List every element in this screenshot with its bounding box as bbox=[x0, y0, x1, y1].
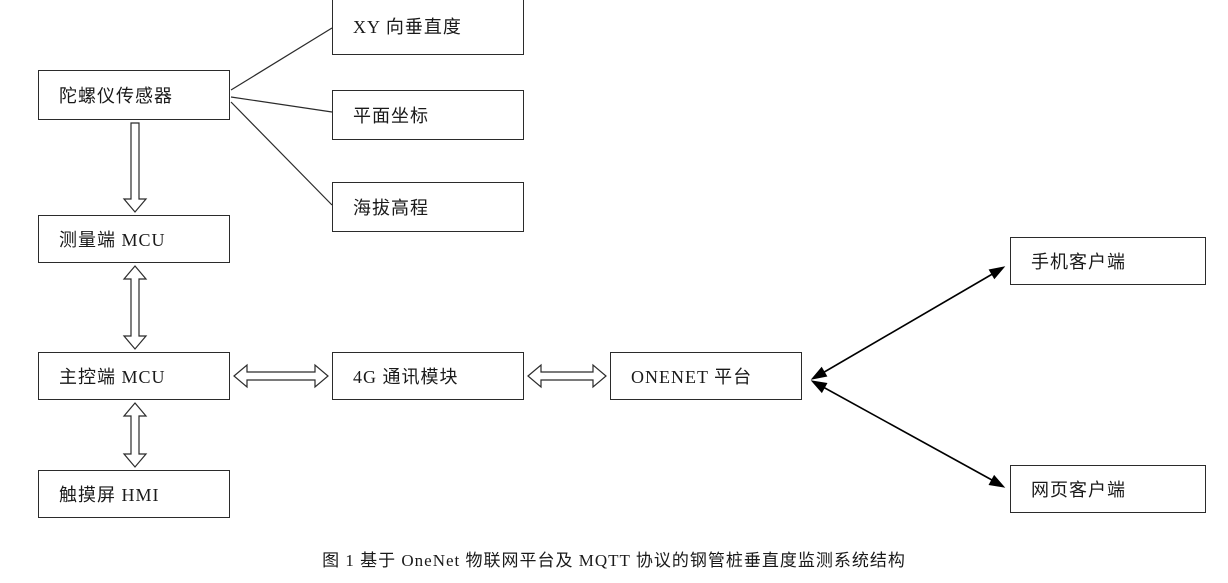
arrow-gyro-to-measure-mcu bbox=[122, 122, 148, 213]
line-gyro-to-xy bbox=[230, 27, 333, 91]
node-onenet-platform: ONENET 平台 bbox=[610, 352, 802, 400]
node-altitude-elevation: 海拔高程 bbox=[332, 182, 524, 232]
arrow-4g-onenet bbox=[527, 363, 607, 389]
node-4g-communication-module: 4G 通讯模块 bbox=[332, 352, 524, 400]
node-main-control-mcu: 主控端 MCU bbox=[38, 352, 230, 400]
node-web-client: 网页客户端 bbox=[1010, 465, 1206, 513]
node-measurement-mcu: 测量端 MCU bbox=[38, 215, 230, 263]
node-plane-coordinates: 平面坐标 bbox=[332, 90, 524, 140]
figure-caption: 图 1 基于 OneNet 物联网平台及 MQTT 协议的钢管桩垂直度监测系统结… bbox=[322, 551, 906, 570]
node-mobile-client: 手机客户端 bbox=[1010, 237, 1206, 285]
node-gyroscope-sensor: 陀螺仪传感器 bbox=[38, 70, 230, 120]
arrow-onenet-web bbox=[810, 380, 1006, 488]
node-xy-verticality: XY 向垂直度 bbox=[332, 0, 524, 55]
arrow-measure-mcu-main-mcu bbox=[122, 265, 148, 350]
arrow-main-mcu-hmi bbox=[122, 402, 148, 468]
line-gyro-to-plane bbox=[230, 96, 333, 113]
line-gyro-to-altitude bbox=[230, 101, 333, 206]
arrow-onenet-mobile bbox=[810, 266, 1006, 380]
arrow-main-mcu-4g bbox=[233, 363, 329, 389]
node-touchscreen-hmi: 触摸屏 HMI bbox=[38, 470, 230, 518]
